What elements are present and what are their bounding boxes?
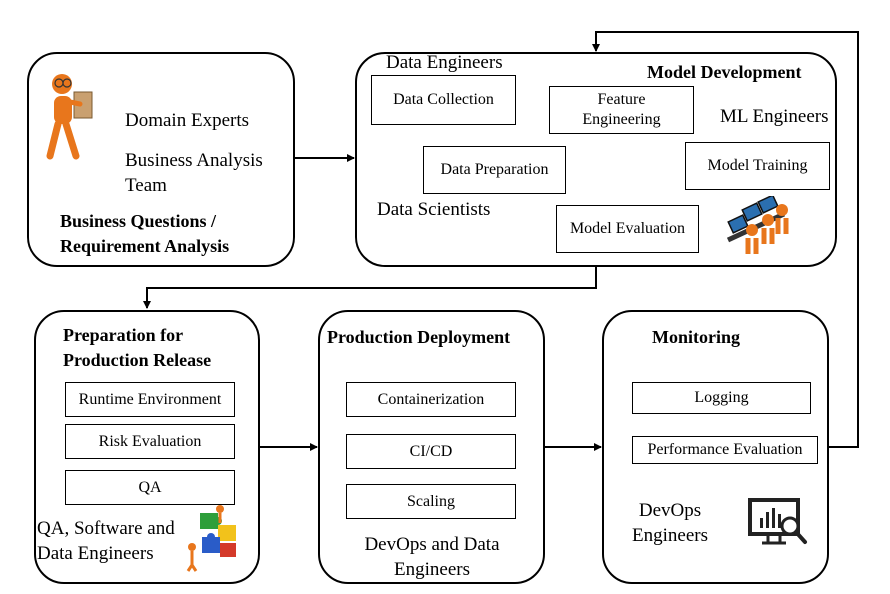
preparation-title: Preparation for Production Release [63, 325, 212, 370]
step-model-training-label: Model Training [707, 157, 808, 174]
analytics-monitor-icon [748, 498, 807, 545]
deploy-item-ci-cd: CI/CD [346, 434, 516, 469]
model-development-title: Model Development [647, 62, 802, 82]
step-data-preparation-label: Data Preparation [440, 161, 549, 178]
step-model-training: Model Training [685, 142, 830, 190]
puzzle-team-icon [186, 505, 236, 572]
role-domain-experts: Domain Experts [125, 110, 250, 131]
monitor-item-logging: Logging [632, 382, 811, 414]
deploy-item-containerization-label: Containerization [377, 390, 485, 408]
deploy-item-scaling: Scaling [346, 484, 516, 519]
monitoring-title: Monitoring [652, 327, 740, 347]
prep-item-runtime-environment-label: Runtime Environment [78, 390, 222, 408]
deploy-item-containerization: Containerization [346, 382, 516, 417]
step-data-collection: Data Collection [371, 75, 516, 125]
arrow-monitoring-feedback [592, 31, 859, 448]
step-model-evaluation-label: Model Evaluation [569, 220, 686, 237]
step-feature-engineering: Feature Engineering [549, 86, 694, 134]
deployment-title: Production Deployment [327, 327, 511, 347]
monitor-item-logging-label: Logging [694, 389, 749, 406]
monitoring-roles: DevOps Engineers [632, 500, 708, 546]
step-data-collection-label: Data Collection [393, 91, 494, 108]
role-data-engineers: Data Engineers [386, 52, 503, 73]
role-data-scientists: Data Scientists [377, 199, 491, 220]
role-business-analysis-team: Business Analysis Team [125, 150, 263, 196]
ml-engineers-workstation-icon [726, 196, 789, 254]
arrow-model-to-preparation [143, 266, 597, 309]
prep-item-risk-evaluation-label: Risk Evaluation [98, 432, 202, 450]
prep-item-qa: QA [65, 470, 235, 505]
requirements-title: Business Questions / Requirement Analysi… [60, 211, 230, 256]
role-ml-engineers: ML Engineers [720, 106, 829, 127]
deploy-item-ci-cd-label: CI/CD [409, 442, 453, 460]
monitor-item-performance-evaluation-label: Performance Evaluation [647, 441, 803, 458]
deploy-item-scaling-label: Scaling [407, 492, 455, 510]
step-data-preparation: Data Preparation [423, 146, 566, 194]
prep-item-runtime-environment: Runtime Environment [65, 382, 235, 417]
monitor-item-performance-evaluation: Performance Evaluation [632, 436, 818, 464]
requirements-panel [27, 52, 295, 267]
prep-item-risk-evaluation: Risk Evaluation [65, 424, 235, 459]
deployment-roles: DevOps and Data Engineers [364, 534, 500, 580]
step-model-evaluation: Model Evaluation [556, 205, 699, 253]
step-feature-engineering-label: Feature Engineering [582, 91, 661, 128]
prep-item-qa-label: QA [138, 478, 162, 496]
preparation-roles: QA, Software and Data Engineers [37, 518, 175, 564]
domain-expert-figure-icon [46, 74, 93, 160]
